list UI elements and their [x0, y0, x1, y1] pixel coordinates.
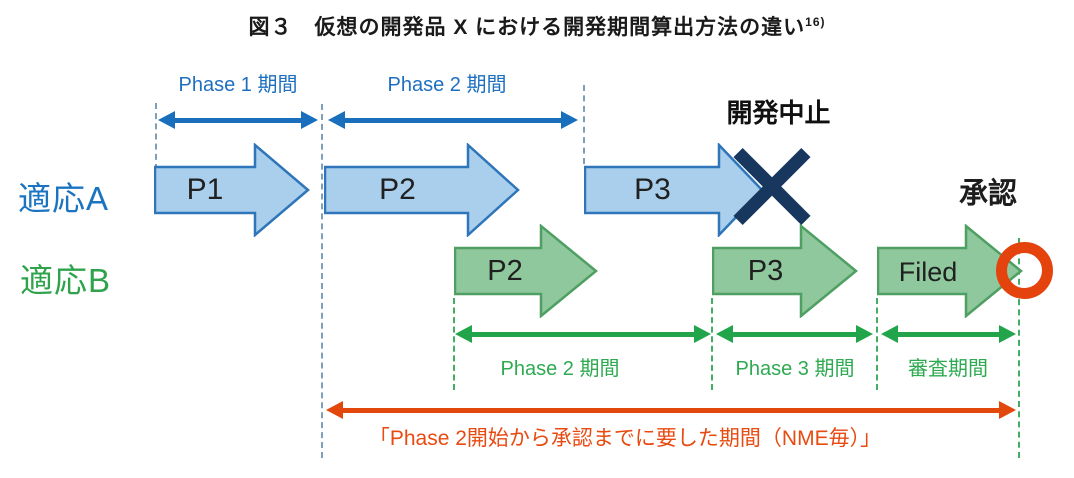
arrow-b-p2-label: P2: [487, 255, 523, 287]
phase1-period-measure-arrow: [158, 111, 318, 129]
discontinued-label: 開発中止: [726, 98, 831, 128]
figure-title-text: 図３ 仮想の開発品 X における開発期間算出方法の違い: [248, 16, 806, 39]
arrow-a-p2-label: P2: [379, 173, 416, 206]
measure-line: [169, 118, 307, 123]
arrow-a-p1-label: P1: [186, 173, 224, 206]
measure-line: [337, 408, 1005, 413]
guide-line-b-phase3-start: [711, 298, 713, 390]
b-phase3-period-measure-arrow: [716, 325, 873, 343]
guide-line-approval: [1018, 238, 1020, 458]
indication-b-label: 適応B: [20, 262, 112, 299]
measure-line: [892, 332, 1005, 337]
measure-line: [339, 118, 567, 123]
guide-line-phase2-start: [321, 104, 323, 458]
review-period-measure-arrow: [881, 325, 1016, 343]
review-period-label: 審査期間: [908, 358, 988, 380]
discontinued-x-icon: [724, 138, 820, 234]
arrow-b-filed: [877, 224, 1023, 318]
phase1-period-label: Phase 1 期間: [178, 74, 298, 96]
indication-a-label: 適応A: [18, 180, 110, 217]
arrow-b-p3: [712, 224, 858, 318]
total-period-label: 「Phase 2開始から承認までに要した期間（NME毎）」: [368, 427, 882, 450]
approval-label: 承認: [958, 178, 1017, 210]
guide-line-phase1-start: [155, 103, 157, 170]
phase2-period-measure-arrow-top: [328, 111, 578, 129]
arrow-a-p3-label: P3: [634, 173, 671, 206]
arrow-b-p3-label: P3: [747, 255, 784, 287]
arrow-a-p2: [324, 143, 520, 237]
phase2-period-label-top: Phase 2 期間: [387, 74, 507, 96]
arrow-b-p2: [454, 224, 598, 318]
measure-line: [466, 332, 700, 337]
b-phase3-period-label: Phase 3 期間: [735, 358, 855, 380]
b-phase2-period-label: Phase 2 期間: [500, 358, 620, 380]
arrow-a-p1: [154, 143, 310, 237]
footnote-reference: 16): [805, 15, 826, 29]
approval-circle-icon: [996, 242, 1053, 299]
total-period-measure-arrow: [326, 401, 1016, 419]
measure-line: [727, 332, 862, 337]
guide-line-b-phase2-start: [453, 298, 455, 390]
guide-line-phase2-end: [583, 85, 585, 164]
figure-title: 図３ 仮想の開発品 X における開発期間算出方法の違い16): [0, 11, 1074, 41]
arrow-b-filed-label: Filed: [898, 257, 958, 287]
b-phase2-period-measure-arrow: [455, 325, 711, 343]
guide-line-b-filed-start: [876, 298, 878, 390]
